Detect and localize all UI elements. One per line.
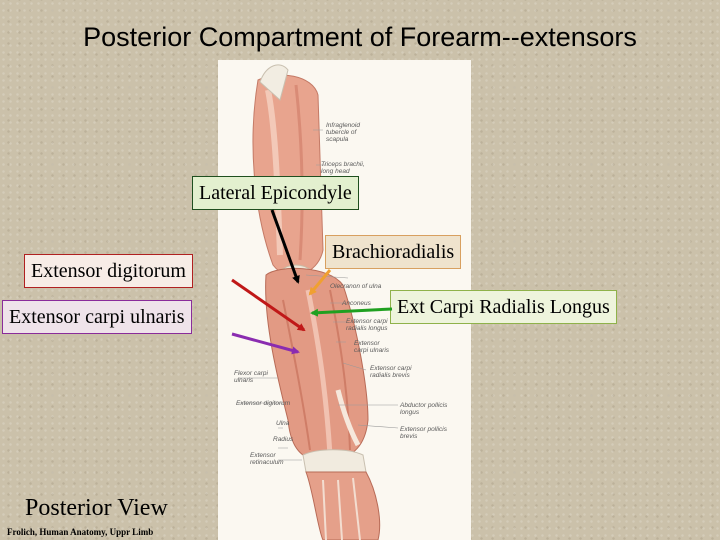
label-fcu: Flexor carpi ulnaris — [234, 370, 268, 384]
label-ecu: Extensor carpi ulnaris — [354, 340, 390, 354]
callout-brachioradialis: Brachioradialis — [325, 235, 462, 269]
label-ecrb: Extensor carpi radialis brevis — [370, 365, 412, 379]
label-infraglenoid: Infraglenoid tubercle of scapula — [326, 122, 360, 143]
slide-title: Posterior Compartment of Forearm--extens… — [83, 22, 637, 52]
callout-lateral-epicondyle: Lateral Epicondyle — [192, 176, 359, 210]
label-epb: Extensor pollicis brevis — [400, 426, 447, 440]
label-triceps: Triceps brachii, long head — [321, 161, 365, 175]
label-ulna: Ulna — [276, 420, 290, 427]
callout-ext-carpi-radialis-longus: Ext Carpi Radialis Longus — [390, 290, 617, 324]
label-retinaculum: Extensor retinaculum — [250, 452, 284, 466]
caption-posterior-view: Posterior View — [25, 495, 168, 521]
label-anconeus: Anconeus — [342, 300, 371, 307]
label-apl: Abductor pollicis longus — [400, 402, 448, 416]
callout-extensor-carpi-ulnaris: Extensor carpi ulnaris — [2, 300, 192, 334]
label-radius: Radius — [273, 436, 294, 443]
credit-text: Frolich, Human Anatomy, Uppr Limb — [7, 527, 154, 537]
label-ed: Extensor digitorum — [236, 400, 291, 407]
label-olecranon: Olecranon of ulna — [330, 283, 382, 290]
callout-extensor-digitorum: Extensor digitorum — [24, 254, 193, 288]
label-ecrl: Extensor carpi radialis longus — [346, 318, 388, 332]
